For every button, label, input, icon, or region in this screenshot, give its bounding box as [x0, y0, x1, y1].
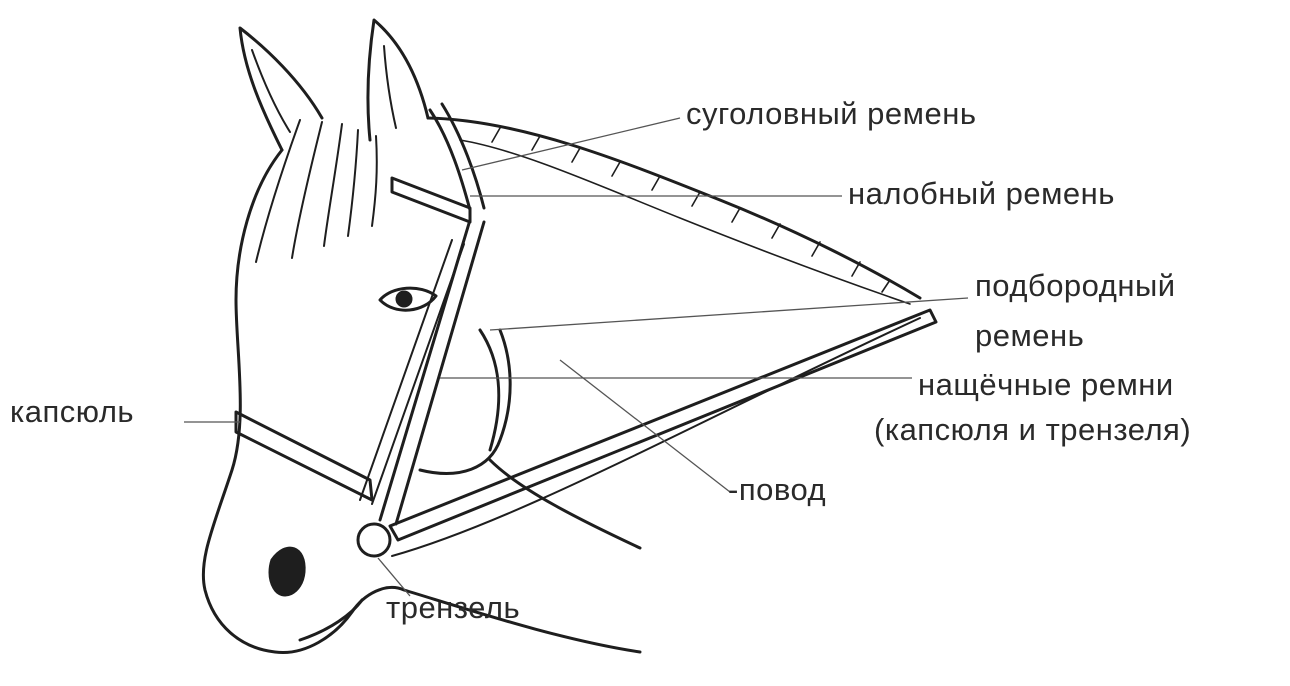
leader-rein: [560, 360, 730, 492]
right-ear-inner: [384, 46, 396, 128]
nostril: [270, 548, 304, 595]
mane-crest: [428, 118, 920, 298]
label-noseband: капсюль: [10, 394, 134, 430]
jaw-line: [420, 330, 510, 473]
label-bit: трензель: [386, 590, 520, 626]
label-headstall: суголовный ремень: [686, 96, 976, 132]
label-cheekpieces-line1: нащёчные ремни: [918, 367, 1174, 403]
left-ear: [240, 28, 322, 150]
browband-strap: [392, 178, 470, 222]
right-ear: [368, 20, 428, 140]
throatlatch-strap: [480, 330, 499, 450]
label-throatlatch-line1: подбородный: [975, 268, 1176, 304]
cheekpiece-strap: [380, 220, 484, 524]
bit-ring: [358, 524, 390, 556]
label-browband: налобный ремень: [848, 176, 1115, 212]
eye-pupil: [397, 292, 411, 306]
label-throatlatch-line2: ремень: [975, 318, 1084, 354]
label-cheekpieces-line2: (капсюля и трензеля): [874, 412, 1191, 448]
rein-strap: [390, 310, 936, 540]
leader-throatlatch: [490, 298, 968, 330]
left-ear-inner: [252, 50, 290, 132]
label-rein: -повод: [728, 472, 826, 508]
forelock: [256, 120, 377, 262]
noseband-strap: [236, 412, 372, 500]
